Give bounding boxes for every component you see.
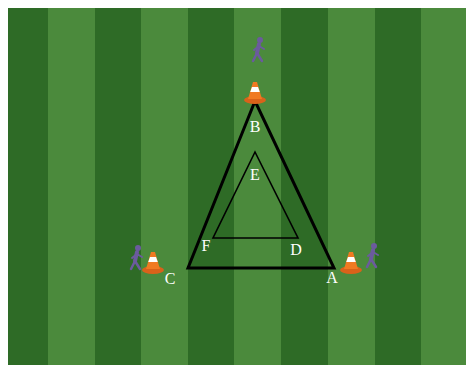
point-label: A <box>326 270 338 286</box>
point-label: C <box>165 271 176 287</box>
player-figure <box>131 37 378 269</box>
cone-symbol <box>142 82 362 274</box>
point-label: E <box>250 167 260 183</box>
outer-triangle <box>188 101 334 268</box>
grass-field <box>8 8 466 365</box>
point-label: B <box>250 119 261 135</box>
point-label: F <box>202 238 211 254</box>
point-label: D <box>290 242 302 258</box>
inner-triangle <box>213 152 298 238</box>
